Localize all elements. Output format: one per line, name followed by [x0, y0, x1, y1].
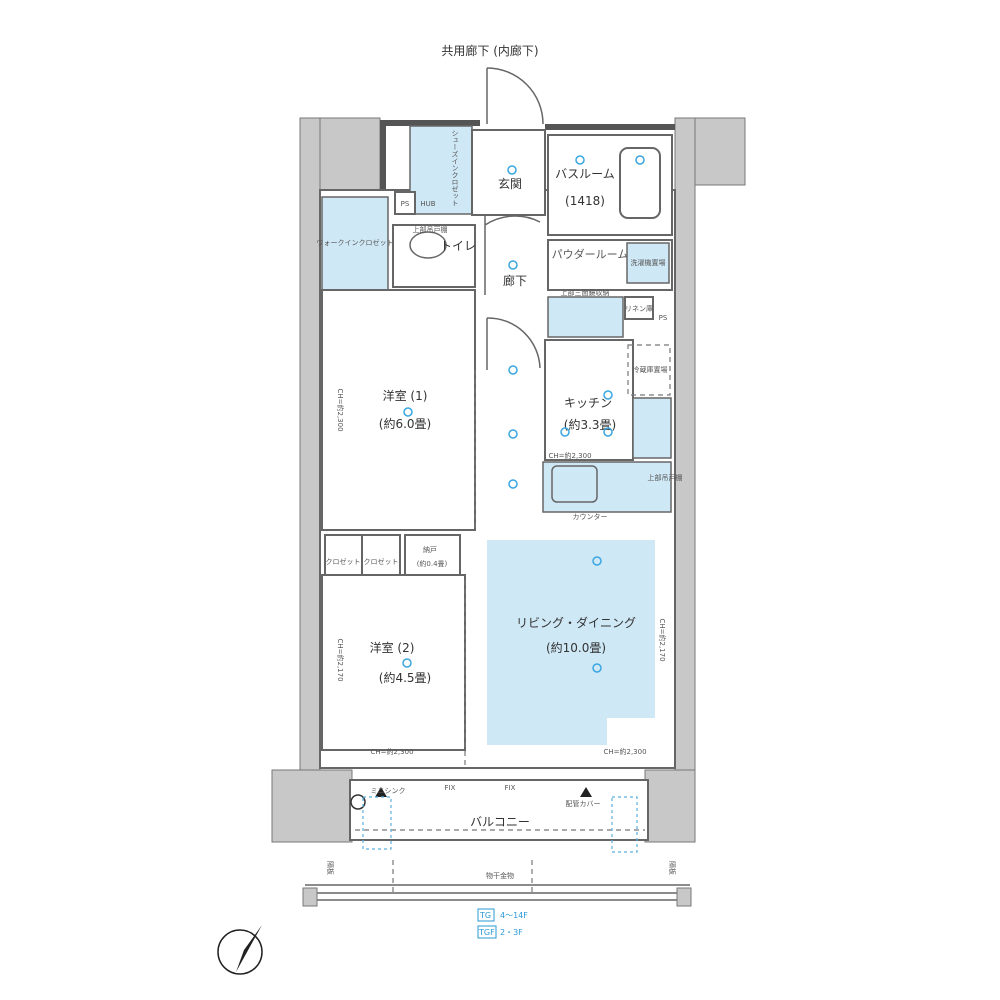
powder-label: パウダールーム — [552, 247, 629, 261]
washer-space — [626, 242, 670, 284]
western2-ceiling-height: CH=約2,170 — [336, 638, 345, 681]
kitchen — [544, 339, 634, 461]
entrance-label: 玄関 — [498, 176, 522, 191]
toilet — [392, 224, 476, 288]
fix-window-2: FIX — [505, 784, 516, 792]
bath-label: バスルーム — [555, 167, 615, 181]
toilet-cabinet-label: 上部吊戸棚 — [413, 225, 448, 234]
closet-1-label: クロゼット — [326, 557, 361, 566]
ps-shaft — [394, 191, 416, 215]
fridge-space — [627, 344, 671, 396]
glass-legend-tg: TG 4～14F — [477, 908, 528, 922]
svg-text:TGF: TGF — [478, 928, 495, 937]
laundry-hardware-label: 物干金物 — [486, 871, 514, 880]
toilet-bowl-icon — [409, 231, 447, 259]
fridge-label: 冷蔵庫置場 — [633, 365, 668, 374]
stove — [632, 397, 672, 459]
western1-size: (約6.0畳) — [379, 416, 431, 431]
western1-label: 洋室 (1) — [383, 388, 428, 403]
ceiling-lights — [402, 155, 645, 673]
washer-label: 洗濯機置場 — [631, 258, 666, 267]
partition-right: 隔板 — [668, 861, 677, 875]
linen-label: リネン庫 — [625, 304, 653, 313]
svg-text:TG: TG — [479, 911, 491, 920]
western1-ceiling-height: CH=約2,300 — [336, 388, 345, 431]
living-dining — [487, 540, 655, 745]
western-room-1 — [321, 289, 476, 531]
toilet-label: トイレ — [440, 239, 476, 253]
triangle-marker-2 — [580, 787, 592, 797]
living-size: (約10.0畳) — [546, 640, 606, 655]
western-room-2 — [321, 574, 466, 751]
north-arrow-icon — [217, 925, 263, 975]
living-label: リビング・ダイニング — [516, 615, 636, 630]
svg-text:2・3F: 2・3F — [500, 928, 523, 937]
mini-sink-icon — [350, 794, 366, 810]
closet-1 — [324, 534, 363, 576]
fix-window-1: FIX — [445, 784, 456, 792]
mirror-storage-label: 上部三面鏡収納 — [561, 288, 610, 297]
storage — [404, 534, 461, 576]
mini-sink-label: ミニシンク — [371, 787, 406, 795]
bathtub — [619, 147, 661, 219]
western2-ceiling-height-2: CH=約2,300 — [370, 747, 413, 756]
ps-label: PS — [401, 200, 410, 208]
living-ceiling-height: CH=約2,170 — [658, 618, 667, 661]
walkin-label: ウォークインクロゼット — [317, 238, 394, 247]
common-corridor-label: 共用廊下 (内廊下) — [441, 43, 538, 58]
triangle-marker-1 — [375, 787, 387, 797]
kitchen-cabinet-label: 上部吊戸棚 — [648, 473, 683, 482]
kitchen-label: キッチン — [564, 396, 612, 410]
kitchen-size: (約3.3畳) — [564, 417, 616, 432]
western1-door[interactable] — [486, 317, 541, 370]
living-ceiling-height-2: CH=約2,300 — [603, 747, 646, 756]
structural-walls — [271, 117, 746, 843]
walk-in-closet — [321, 196, 389, 291]
balcony-label: バルコニー — [470, 815, 530, 829]
storage-size: (約0.4畳) — [417, 559, 448, 568]
hallway-door[interactable] — [484, 215, 541, 295]
western2-label: 洋室 (2) — [370, 640, 415, 655]
shoes-in-closet — [409, 125, 473, 215]
hallway-label: 廊下 — [503, 273, 527, 288]
vanity — [547, 296, 624, 338]
glass-legend-tgf: TGF 2・3F — [477, 925, 523, 939]
svg-text:4～14F: 4～14F — [500, 911, 528, 920]
counter-label: カウンター — [573, 512, 608, 521]
closet-2 — [361, 534, 401, 576]
shoes-closet-label: シューズインクロゼット — [451, 130, 459, 207]
ac-unit-right — [611, 796, 638, 853]
sink-icon — [551, 465, 598, 503]
bath-size: (1418) — [565, 194, 605, 208]
partition-left: 隔板 — [326, 861, 335, 875]
ps-label-2: PS — [659, 314, 668, 322]
kitchen-ceiling-height: CH=約2,300 — [548, 451, 591, 460]
western2-size: (約4.5畳) — [379, 670, 431, 685]
linen-closet — [624, 296, 654, 320]
closet-2-label: クロゼット — [364, 557, 399, 566]
hub-label: HUB — [420, 200, 435, 208]
entrance — [471, 129, 546, 216]
pipe-cover-label: 配管カバー — [566, 799, 601, 808]
kitchen-counter — [542, 461, 672, 513]
bathroom — [547, 134, 673, 236]
balcony-railing — [302, 860, 692, 907]
ac-unit-left — [362, 796, 392, 850]
storage-label: 納戸 — [423, 545, 437, 554]
entry-door[interactable] — [486, 67, 544, 125]
